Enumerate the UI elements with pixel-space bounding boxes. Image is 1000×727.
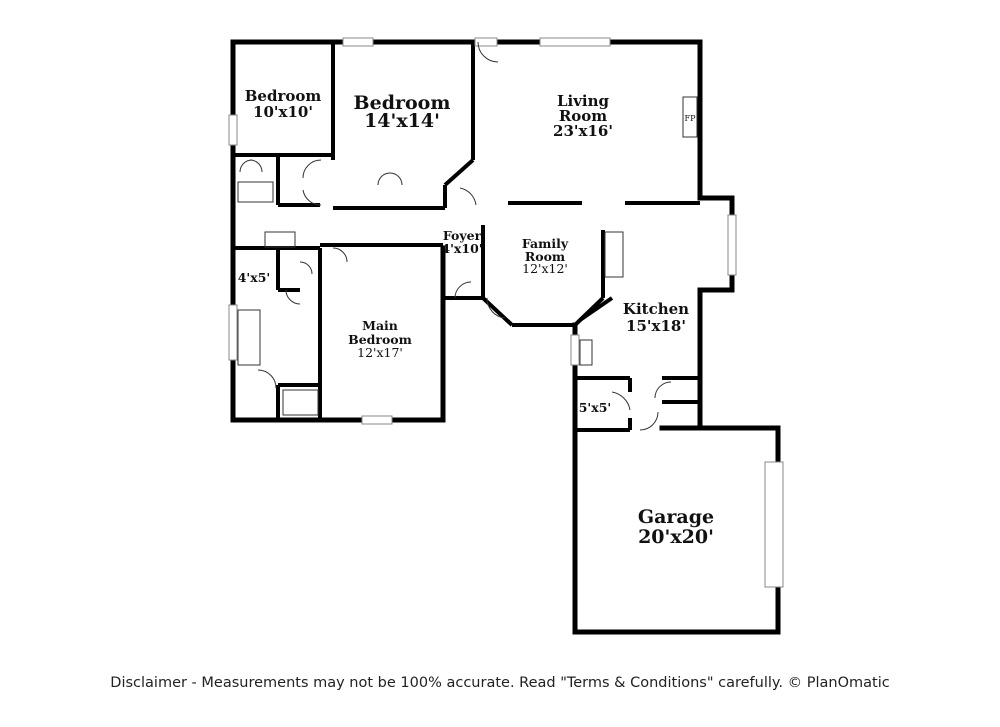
fixtures: [237, 41, 698, 431]
family-room-size: 12'x12': [522, 261, 568, 276]
bedroom-mid-name: Bedroom: [354, 92, 451, 114]
bedroom-mid-size: 14'x14': [364, 110, 440, 132]
living-room-name-line2: Room: [559, 107, 607, 125]
disclaimer-text: Disclaimer - Measurements may not be 100…: [110, 675, 890, 691]
garage-name: Garage: [638, 506, 714, 528]
main-bedroom-name-line1: Main: [362, 318, 398, 333]
fireplace-label: FP: [685, 114, 697, 123]
bedroom-small-size: 10'x10': [253, 103, 313, 121]
interior-walls: [233, 42, 700, 432]
main-bedroom-size: 12'x17': [357, 345, 403, 360]
foyer-name: Foyer: [443, 228, 482, 243]
bath-small-size: 4'x5': [238, 270, 271, 285]
bedroom-small-name: Bedroom: [245, 87, 322, 105]
main-bedroom-name-line2: Bedroom: [348, 332, 412, 347]
kitchen-name: Kitchen: [623, 300, 689, 318]
family-room-name-line2: Room: [525, 249, 565, 264]
living-room-name-line1: Living: [557, 92, 610, 110]
laundry-size: 5'x5': [579, 400, 612, 415]
foyer-size: 4'x10': [441, 241, 482, 256]
garage-size: 20'x20': [638, 526, 714, 548]
kitchen-size: 15'x18': [626, 317, 686, 335]
living-room-size: 23'x16': [553, 122, 613, 140]
windows: [228, 37, 784, 588]
family-room-name-line1: Family: [522, 236, 569, 251]
